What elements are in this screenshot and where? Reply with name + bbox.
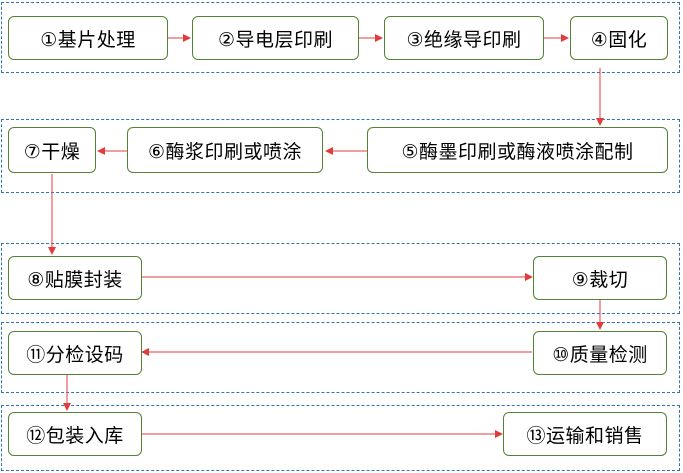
group-row-1 [1,2,680,73]
step-node-13: ⑬运输和销售 [503,412,667,456]
step-node-7: ⑦干燥 [8,127,96,173]
step-node-12: ⑫包装入库 [8,412,142,456]
step-node-11: ⑪分检设码 [8,331,142,375]
step-node-4: ④固化 [570,16,668,60]
step-node-2: ②导电层印刷 [192,16,359,60]
group-row-4 [1,322,680,393]
step-node-9: ⑨裁切 [533,256,667,300]
step-node-5: ⑤酶墨印刷或酶液喷涂配制 [367,127,668,173]
step-node-10: ⑩质量检测 [533,331,667,375]
step-node-1: ①基片处理 [8,16,168,60]
step-node-8: ⑧贴膜封装 [8,256,142,300]
group-row-2 [1,119,680,193]
group-row-5 [1,405,680,471]
group-row-3 [1,243,680,314]
step-node-3: ③绝缘导印刷 [384,16,544,60]
step-node-6: ⑥酶浆印刷或喷涂 [127,127,323,173]
